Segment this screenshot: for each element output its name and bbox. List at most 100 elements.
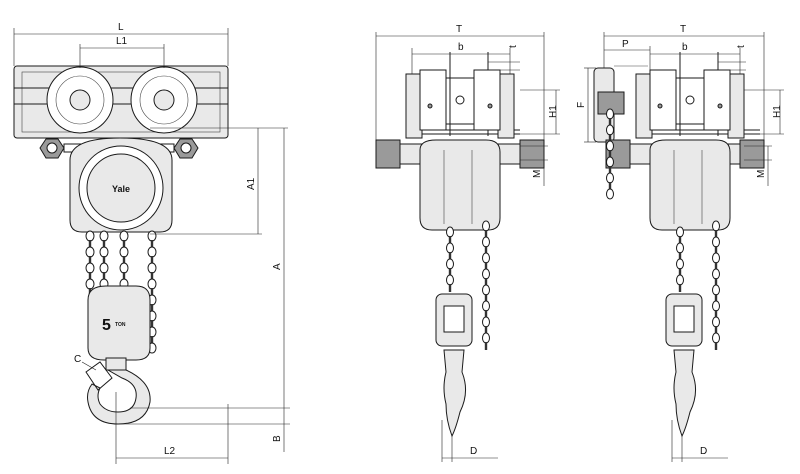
side-view: T b t H1 M D	[375, 24, 560, 462]
chain-link	[147, 230, 157, 242]
chain-link	[482, 316, 490, 328]
chain-link	[446, 242, 454, 254]
chain-link	[85, 262, 95, 274]
chain-link	[448, 284, 452, 292]
dim-t: t	[488, 45, 520, 71]
chain-link	[446, 226, 454, 238]
chain-link	[714, 310, 718, 318]
dim-label-t-2: t	[736, 45, 747, 48]
dim-label-D-2: D	[700, 446, 707, 457]
dim-label-L2: L2	[164, 446, 176, 457]
chain-link	[606, 188, 614, 200]
chain-link	[102, 272, 106, 280]
chain-link	[712, 268, 720, 280]
chain-link	[712, 284, 720, 296]
chain-link	[608, 166, 612, 174]
dim-label-M-2: M	[756, 170, 767, 178]
chain-link	[608, 182, 612, 190]
chain-link	[448, 268, 452, 276]
chain-link	[714, 278, 718, 286]
dim-M: M	[520, 145, 548, 186]
chain-link	[482, 284, 490, 296]
chain-link	[150, 304, 154, 312]
dim-H1: H1	[520, 89, 560, 135]
side-chain	[446, 220, 490, 350]
trolley-wheel-right	[130, 66, 198, 134]
dim-T: T	[375, 24, 545, 140]
front-view: Yale 5 TON L L1	[13, 22, 290, 464]
chain-link	[150, 256, 154, 264]
bottom-block-side	[435, 293, 473, 347]
chain-link	[678, 284, 682, 292]
chain-link	[122, 272, 126, 280]
chain-link	[88, 256, 92, 264]
chain-link	[85, 230, 95, 242]
chain-link	[712, 220, 720, 232]
chain-link	[676, 274, 684, 286]
dim-L2: L2	[115, 392, 229, 464]
brand-label: Yale	[112, 184, 130, 194]
chain-link	[119, 230, 129, 242]
dim-label-A1: A1	[246, 177, 257, 190]
capacity-number: 5	[102, 317, 111, 334]
chain-link	[150, 272, 154, 280]
chain-link	[678, 236, 682, 244]
hoist-body: Yale	[69, 137, 173, 233]
chain-link	[676, 226, 684, 238]
chain-link	[150, 320, 154, 328]
dim-C: C	[74, 354, 97, 371]
hook-side	[443, 349, 466, 438]
chain-link	[484, 230, 488, 238]
dim-label-P: P	[622, 39, 629, 50]
dim-F: F	[576, 67, 596, 143]
chain-link	[608, 150, 612, 158]
chain-link	[99, 230, 109, 242]
dim-b: b	[411, 42, 511, 74]
bottom-block-side-2	[665, 293, 703, 347]
chain-link	[482, 252, 490, 264]
chain-link	[676, 242, 684, 254]
chain-link	[484, 246, 488, 254]
chain-link	[99, 246, 109, 258]
chain-link	[678, 252, 682, 260]
dim-label-A: A	[272, 263, 283, 270]
dim-label-H1-2: H1	[772, 105, 783, 118]
hoist-body-side	[419, 139, 501, 231]
dim-B: B	[118, 408, 290, 452]
hook-side-2	[673, 349, 696, 438]
chain-link	[147, 262, 157, 274]
chain-link	[714, 230, 718, 238]
dim-label-B: B	[272, 435, 283, 442]
chain-link	[712, 300, 720, 312]
chain-link	[482, 236, 490, 248]
dim-H1-2: H1	[744, 89, 784, 135]
dim-label-T: T	[456, 24, 462, 35]
chain-link	[482, 300, 490, 312]
chain-link	[484, 310, 488, 318]
chain-link	[482, 332, 490, 344]
chain-link	[147, 246, 157, 258]
chain-link	[606, 124, 614, 136]
chain-link	[606, 156, 614, 168]
side-chain-2	[606, 108, 720, 350]
bottom-block: 5 TON	[87, 285, 151, 361]
hook	[85, 357, 151, 425]
chain-link	[712, 252, 720, 264]
chain-link	[122, 256, 126, 264]
chain-link	[102, 240, 106, 248]
chain-link	[102, 256, 106, 264]
chain-link	[712, 316, 720, 328]
chain-link	[606, 172, 614, 184]
chain-link	[678, 268, 682, 276]
chain-link	[448, 236, 452, 244]
chain-link	[608, 118, 612, 126]
chain-link	[484, 278, 488, 286]
chain-link	[99, 262, 109, 274]
dim-M-2: M	[744, 145, 772, 186]
chain-link	[606, 140, 614, 152]
chain-link	[714, 342, 718, 350]
side-plates-2	[635, 69, 745, 139]
chain-link	[448, 252, 452, 260]
